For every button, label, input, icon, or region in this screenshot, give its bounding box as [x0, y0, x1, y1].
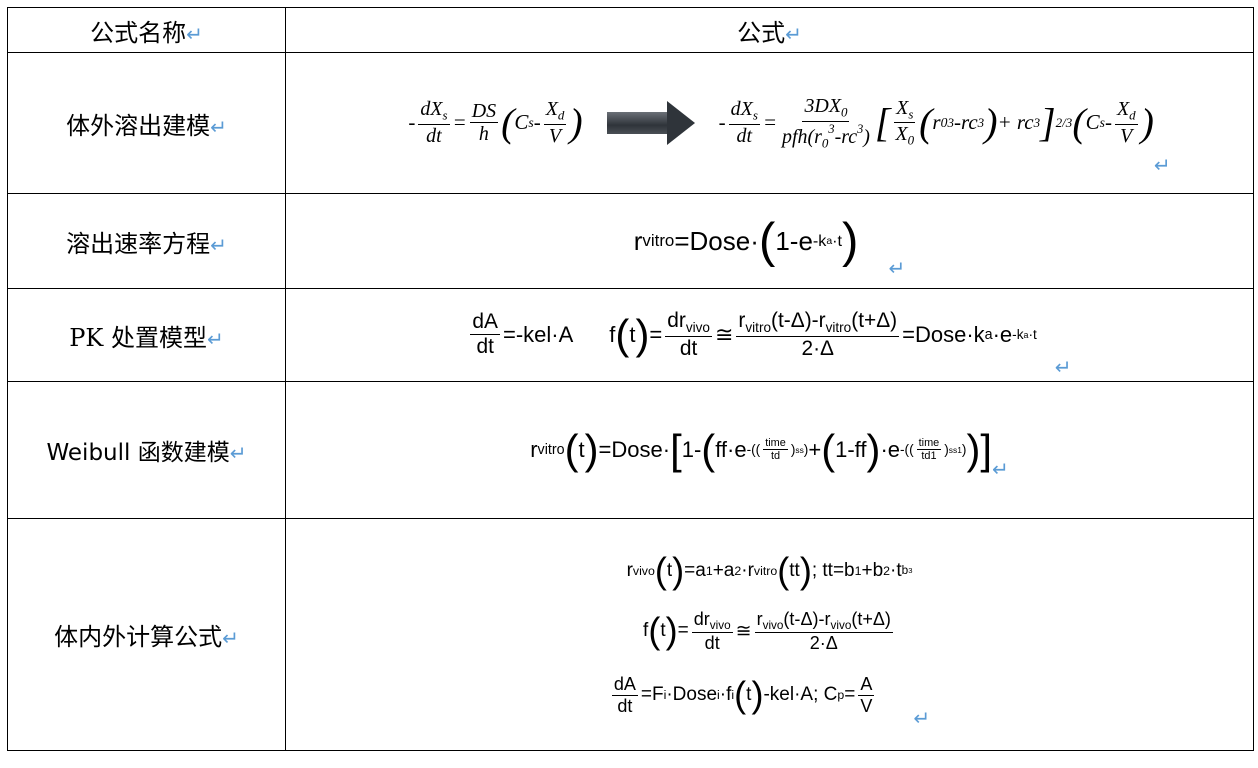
return-mark-icon: ↵ [1153, 152, 1171, 177]
return-mark-icon: ↵ [210, 232, 227, 257]
row-name-cell: 溶出速率方程↵ [7, 193, 286, 289]
header-label: 公式名称 [90, 18, 187, 47]
row-name: PK 处置模型 [69, 323, 207, 352]
return-mark-icon: ↵ [913, 706, 931, 731]
row-name: 溶出速率方程 [66, 229, 211, 258]
row-name-cell: 体内外计算公式↵ [7, 518, 286, 751]
return-mark-icon: ↵ [222, 626, 239, 650]
return-mark-icon: ↵ [992, 456, 1009, 481]
return-mark-icon: ↵ [206, 326, 224, 351]
return-mark-icon: ↵ [210, 114, 227, 139]
fraction: rvivo(t-Δ)-rvivo(t+Δ)2·Δ [754, 608, 893, 654]
return-mark-icon: ↵ [785, 21, 802, 46]
header-formula: 公式↵ [285, 7, 1254, 53]
row-name-cell: PK 处置模型↵ [7, 288, 286, 382]
row-name: Weibull 函数建模 [46, 440, 230, 466]
header-formula-name: 公式名称↵ [7, 7, 286, 53]
row-name-cell: 体外溶出建模↵ [7, 52, 286, 194]
header-label: 公式 [737, 18, 786, 47]
right-arrow-icon [606, 100, 695, 145]
return-mark-icon: ↵ [186, 21, 203, 46]
table-header-row: 公式名称↵ 公式↵ [7, 7, 1254, 53]
return-mark-icon: ↵ [229, 441, 247, 465]
return-mark-icon: ↵ [1054, 354, 1072, 379]
row-name-cell: Weibull 函数建模↵ [7, 381, 286, 519]
row-name: 体外溶出建模 [66, 111, 211, 140]
row-name: 体内外计算公式 [54, 623, 223, 651]
fraction: rvitro(t-Δ)-rvitro(t+Δ)2·Δ [736, 309, 900, 360]
return-mark-icon: ↵ [888, 255, 906, 280]
